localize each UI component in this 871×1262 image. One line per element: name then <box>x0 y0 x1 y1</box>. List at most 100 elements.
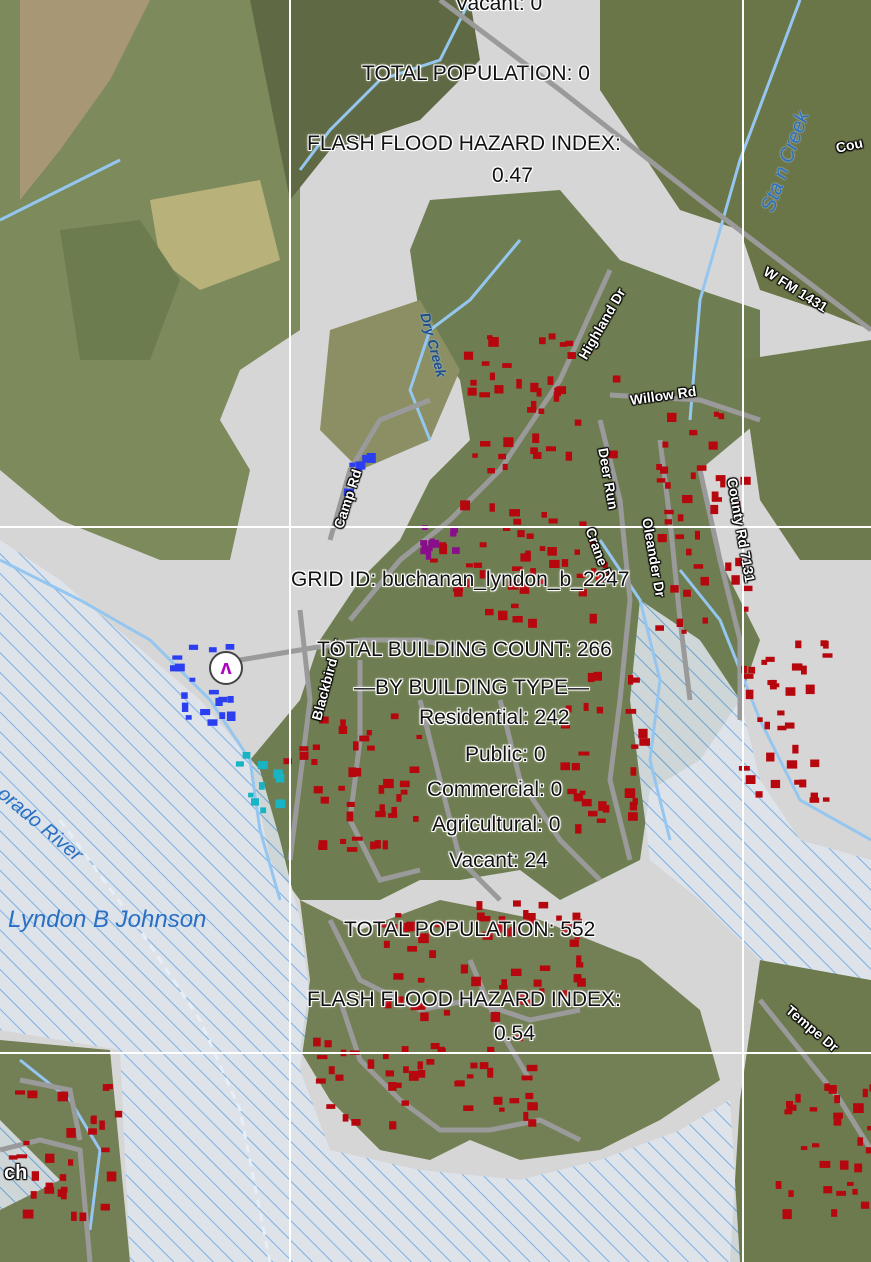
building-residential <box>530 447 538 454</box>
building-residential <box>593 671 602 681</box>
building-residential <box>682 495 693 504</box>
building-residential <box>683 589 691 597</box>
building-residential <box>710 504 719 515</box>
building-residential <box>487 335 493 340</box>
vacant-count: Vacant: 24 <box>449 849 548 872</box>
building-residential <box>23 1140 30 1146</box>
building-residential <box>388 813 398 818</box>
building-residential <box>548 333 556 340</box>
building-residential <box>526 1064 538 1072</box>
building-residential <box>587 672 595 683</box>
building-residential <box>819 1160 831 1168</box>
building-residential <box>596 706 604 714</box>
building-residential <box>770 683 780 688</box>
building-agricultural <box>421 545 433 552</box>
building-residential <box>476 912 485 922</box>
building-residential <box>764 721 770 730</box>
building-residential <box>628 675 634 685</box>
building-residential <box>696 465 707 471</box>
building-residential <box>577 978 586 987</box>
building-residential <box>409 766 420 773</box>
building-residential <box>713 411 719 417</box>
building-residential <box>700 576 709 586</box>
building-public <box>227 696 234 703</box>
building-residential <box>396 996 404 1005</box>
building-residential <box>374 840 381 849</box>
building-residential <box>517 530 525 538</box>
building-residential <box>410 1003 419 1011</box>
building-residential <box>549 559 560 568</box>
building-residential <box>862 1088 868 1098</box>
building-residential <box>460 500 471 511</box>
building-residential <box>381 923 387 928</box>
building-residential <box>556 915 562 921</box>
building-residential <box>466 563 473 568</box>
building-residential <box>59 1174 67 1181</box>
building-residential <box>767 680 774 686</box>
building-residential <box>467 387 477 396</box>
building-residential <box>547 547 557 556</box>
building-residential <box>510 926 521 934</box>
building-residential <box>676 618 683 627</box>
building-residential <box>359 735 370 742</box>
building-residential <box>470 379 477 386</box>
building-residential <box>408 1070 419 1081</box>
building-residential <box>383 1052 389 1060</box>
agricultural-count: Agricultural: 0 <box>432 813 561 836</box>
building-residential <box>338 785 345 791</box>
building-residential <box>677 514 684 522</box>
building-residential <box>30 1191 37 1199</box>
building-residential <box>810 792 818 800</box>
building-residential <box>638 728 648 739</box>
building-residential <box>346 847 358 852</box>
building-residential <box>520 553 531 562</box>
building-residential <box>839 1160 849 1170</box>
building-residential <box>443 1009 451 1016</box>
building-residential <box>413 815 419 822</box>
building-residential <box>430 558 438 563</box>
building-public <box>225 644 235 650</box>
building-residential <box>576 955 582 965</box>
building-commercial <box>273 769 283 779</box>
building-residential <box>867 1126 871 1131</box>
building-residential <box>417 977 425 983</box>
building-residential <box>512 566 523 571</box>
building-residential <box>420 1012 429 1022</box>
building-residential <box>777 725 787 731</box>
building-residential <box>603 573 611 580</box>
building-residential <box>499 1107 505 1112</box>
water-label-lake-lbj: Lyndon B Johnson <box>8 906 207 933</box>
building-commercial <box>275 799 286 809</box>
building-commercial <box>257 761 268 770</box>
building-public <box>208 689 219 695</box>
campground-icon[interactable]: ʌ <box>209 651 243 685</box>
building-residential <box>382 840 388 850</box>
building-residential <box>665 482 671 489</box>
building-residential <box>406 921 417 932</box>
building-residential <box>299 751 309 760</box>
building-residential <box>489 372 495 381</box>
building-residential <box>765 656 775 662</box>
road-label-partial: ch <box>4 1162 28 1184</box>
building-residential <box>400 789 408 795</box>
building-residential <box>313 786 323 794</box>
building-public <box>355 461 366 470</box>
building-residential <box>689 429 698 436</box>
building-residential <box>494 385 504 394</box>
building-residential <box>480 441 491 447</box>
building-residential <box>502 526 511 531</box>
building-residential <box>834 1095 840 1104</box>
building-residential <box>326 1104 336 1109</box>
building-residential <box>632 798 638 805</box>
building-residential <box>578 751 590 756</box>
building-residential <box>407 946 417 952</box>
building-residential <box>670 585 679 593</box>
building-public <box>185 715 192 720</box>
building-residential <box>495 923 505 933</box>
building-public <box>172 655 183 660</box>
building-residential <box>579 521 587 528</box>
building-residential <box>675 534 685 540</box>
building-public <box>366 453 376 463</box>
